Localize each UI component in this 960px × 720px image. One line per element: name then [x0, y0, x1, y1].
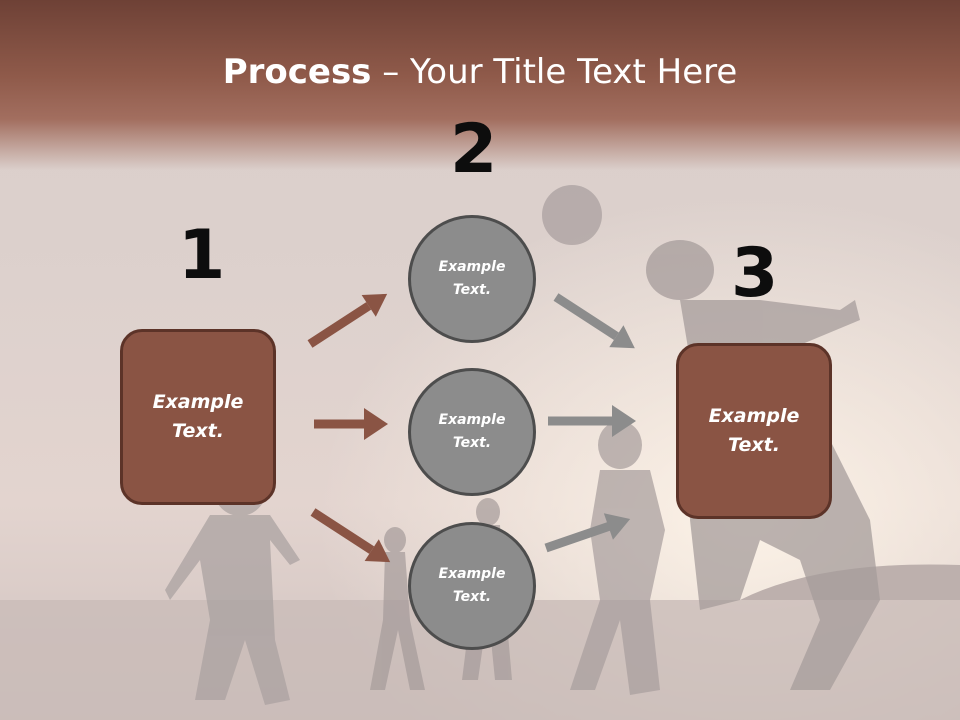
step-number-1: 1	[178, 216, 226, 295]
step-number-3: 3	[731, 234, 779, 313]
arrow-up-right	[307, 293, 388, 348]
arrow-right	[314, 408, 388, 440]
header-band	[0, 0, 960, 170]
step-3-box: Example Text.	[676, 343, 832, 519]
step-2-text-bottom: Example Text.	[438, 566, 506, 605]
title-rest: – Your Title Text Here	[371, 52, 738, 92]
slide-title: Process – Your Title Text Here	[0, 52, 960, 92]
step-2-circle-bottom: Example Text.	[408, 522, 536, 650]
step-2-text-middle: Example Text.	[438, 412, 506, 451]
arrow-gray-right	[548, 405, 636, 437]
step-2-circle-top: Example Text.	[408, 215, 536, 343]
step-1-text: Example Text.	[152, 391, 244, 442]
title-bold: Process	[222, 52, 372, 92]
step-number-2: 2	[450, 110, 498, 189]
arrow-down-right	[310, 508, 391, 563]
step-2-circle-middle: Example Text.	[408, 368, 536, 496]
step-2-text-top: Example Text.	[438, 259, 506, 298]
arrow-gray-down-right	[553, 293, 635, 349]
step-3-text: Example Text.	[708, 405, 800, 456]
step-1-box: Example Text.	[120, 329, 276, 505]
arrow-gray-up-right	[544, 513, 631, 553]
